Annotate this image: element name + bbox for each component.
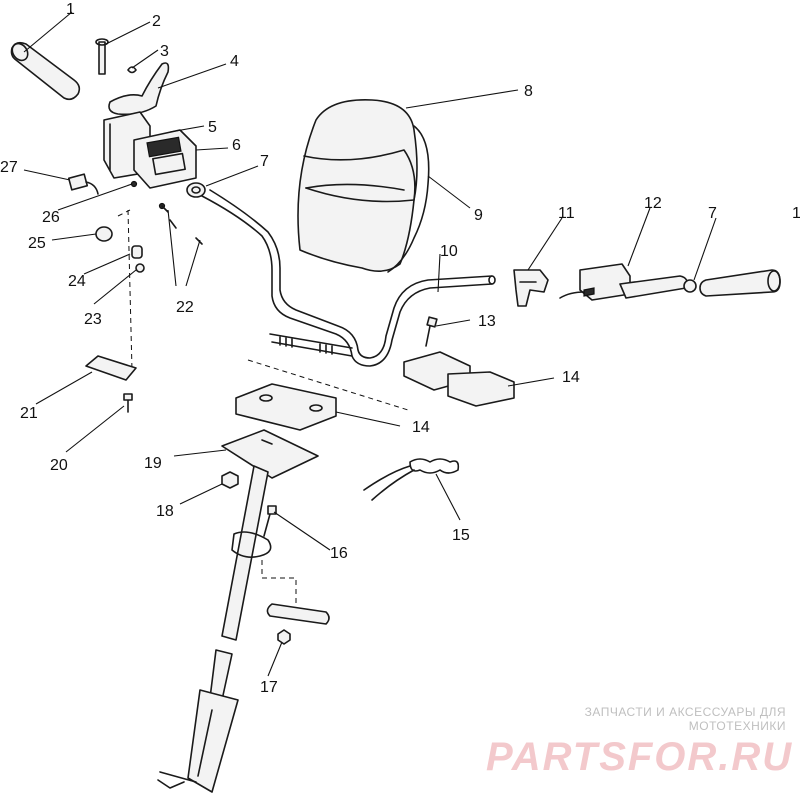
post-nut [221, 471, 239, 489]
handlebar [201, 189, 496, 367]
assembly-line-clamp [247, 359, 409, 411]
callout-18: 18 [156, 503, 174, 520]
callout-14-upper: 14 [562, 369, 580, 386]
leader-lines [23, 11, 717, 677]
callout-4: 4 [230, 53, 239, 70]
callout-8: 8 [524, 83, 533, 100]
callout-11: 11 [558, 205, 575, 222]
callout-14-lower: 14 [412, 419, 430, 436]
callout-2: 2 [152, 13, 161, 30]
adjuster-nut [135, 263, 145, 273]
assembly-line-post [261, 560, 297, 604]
callout-13: 13 [478, 313, 496, 330]
callout-20: 20 [50, 457, 68, 474]
brake-master-cylinder [559, 263, 688, 301]
clamp-bolt [425, 316, 438, 347]
throttle-lever [108, 62, 170, 116]
left-grip [10, 41, 81, 101]
bar-end-plug-left [186, 182, 206, 198]
steering-post [157, 465, 272, 793]
callout-22: 22 [176, 299, 194, 316]
callout-6: 6 [232, 137, 241, 154]
throttle-housing [103, 111, 197, 189]
steering-plate [221, 429, 319, 479]
plate-bolt [123, 393, 133, 413]
callout-24: 24 [68, 273, 86, 290]
windshield-trim [387, 125, 430, 273]
callout-15: 15 [452, 527, 470, 544]
mounting-plate [85, 355, 137, 381]
callout-10: 10 [440, 243, 458, 260]
bushing-tube [266, 603, 330, 625]
bar-end-plug-right [683, 279, 697, 293]
callout-23: 23 [84, 311, 102, 328]
callout-5: 5 [208, 119, 217, 136]
callout-27: 27 [0, 159, 18, 176]
callout-17: 17 [260, 679, 278, 696]
watermark-tagline: ЗАПЧАСТИ И АКСЕССУАРЫ ДЛЯ МОТОТЕХНИКИ [584, 705, 786, 733]
callout-12: 12 [644, 195, 662, 212]
upper-clamp [403, 351, 515, 407]
callout-19: 19 [144, 455, 162, 472]
callout-7-left: 7 [260, 153, 269, 170]
kill-switch-connector [67, 173, 99, 195]
brake-bracket [513, 269, 549, 307]
heater-wire-coil [363, 458, 460, 501]
callout-1-right: 1 [792, 205, 800, 222]
callout-26: 26 [42, 209, 60, 226]
housing-screw [130, 180, 169, 213]
callout-9: 9 [474, 207, 483, 224]
windshield [297, 99, 418, 272]
callout-3: 3 [160, 43, 169, 60]
right-grip [699, 269, 781, 297]
lower-clamp [235, 383, 337, 431]
callout-7-right: 7 [708, 205, 717, 222]
callout-21: 21 [20, 405, 38, 422]
callout-16: 16 [330, 545, 348, 562]
watermark-brand: PARTSFOR.RU [486, 735, 794, 779]
pin-clip [127, 66, 137, 74]
cable-adjuster [131, 245, 143, 259]
assembly-line-left [127, 209, 133, 371]
callout-1-left: 1 [66, 1, 75, 18]
boot [95, 226, 113, 242]
housing-screws-22 [169, 219, 203, 245]
bushing-nut [277, 629, 291, 645]
callout-labels: 1 2 3 4 5 6 7 8 9 10 11 12 7 1 27 26 25 … [0, 1, 800, 696]
pivot-pin [95, 38, 109, 75]
post-bolt [263, 505, 277, 537]
callout-25: 25 [28, 235, 46, 252]
watermark: ЗАПЧАСТИ И АКСЕССУАРЫ ДЛЯ МОТОТЕХНИКИ PA… [486, 705, 794, 780]
